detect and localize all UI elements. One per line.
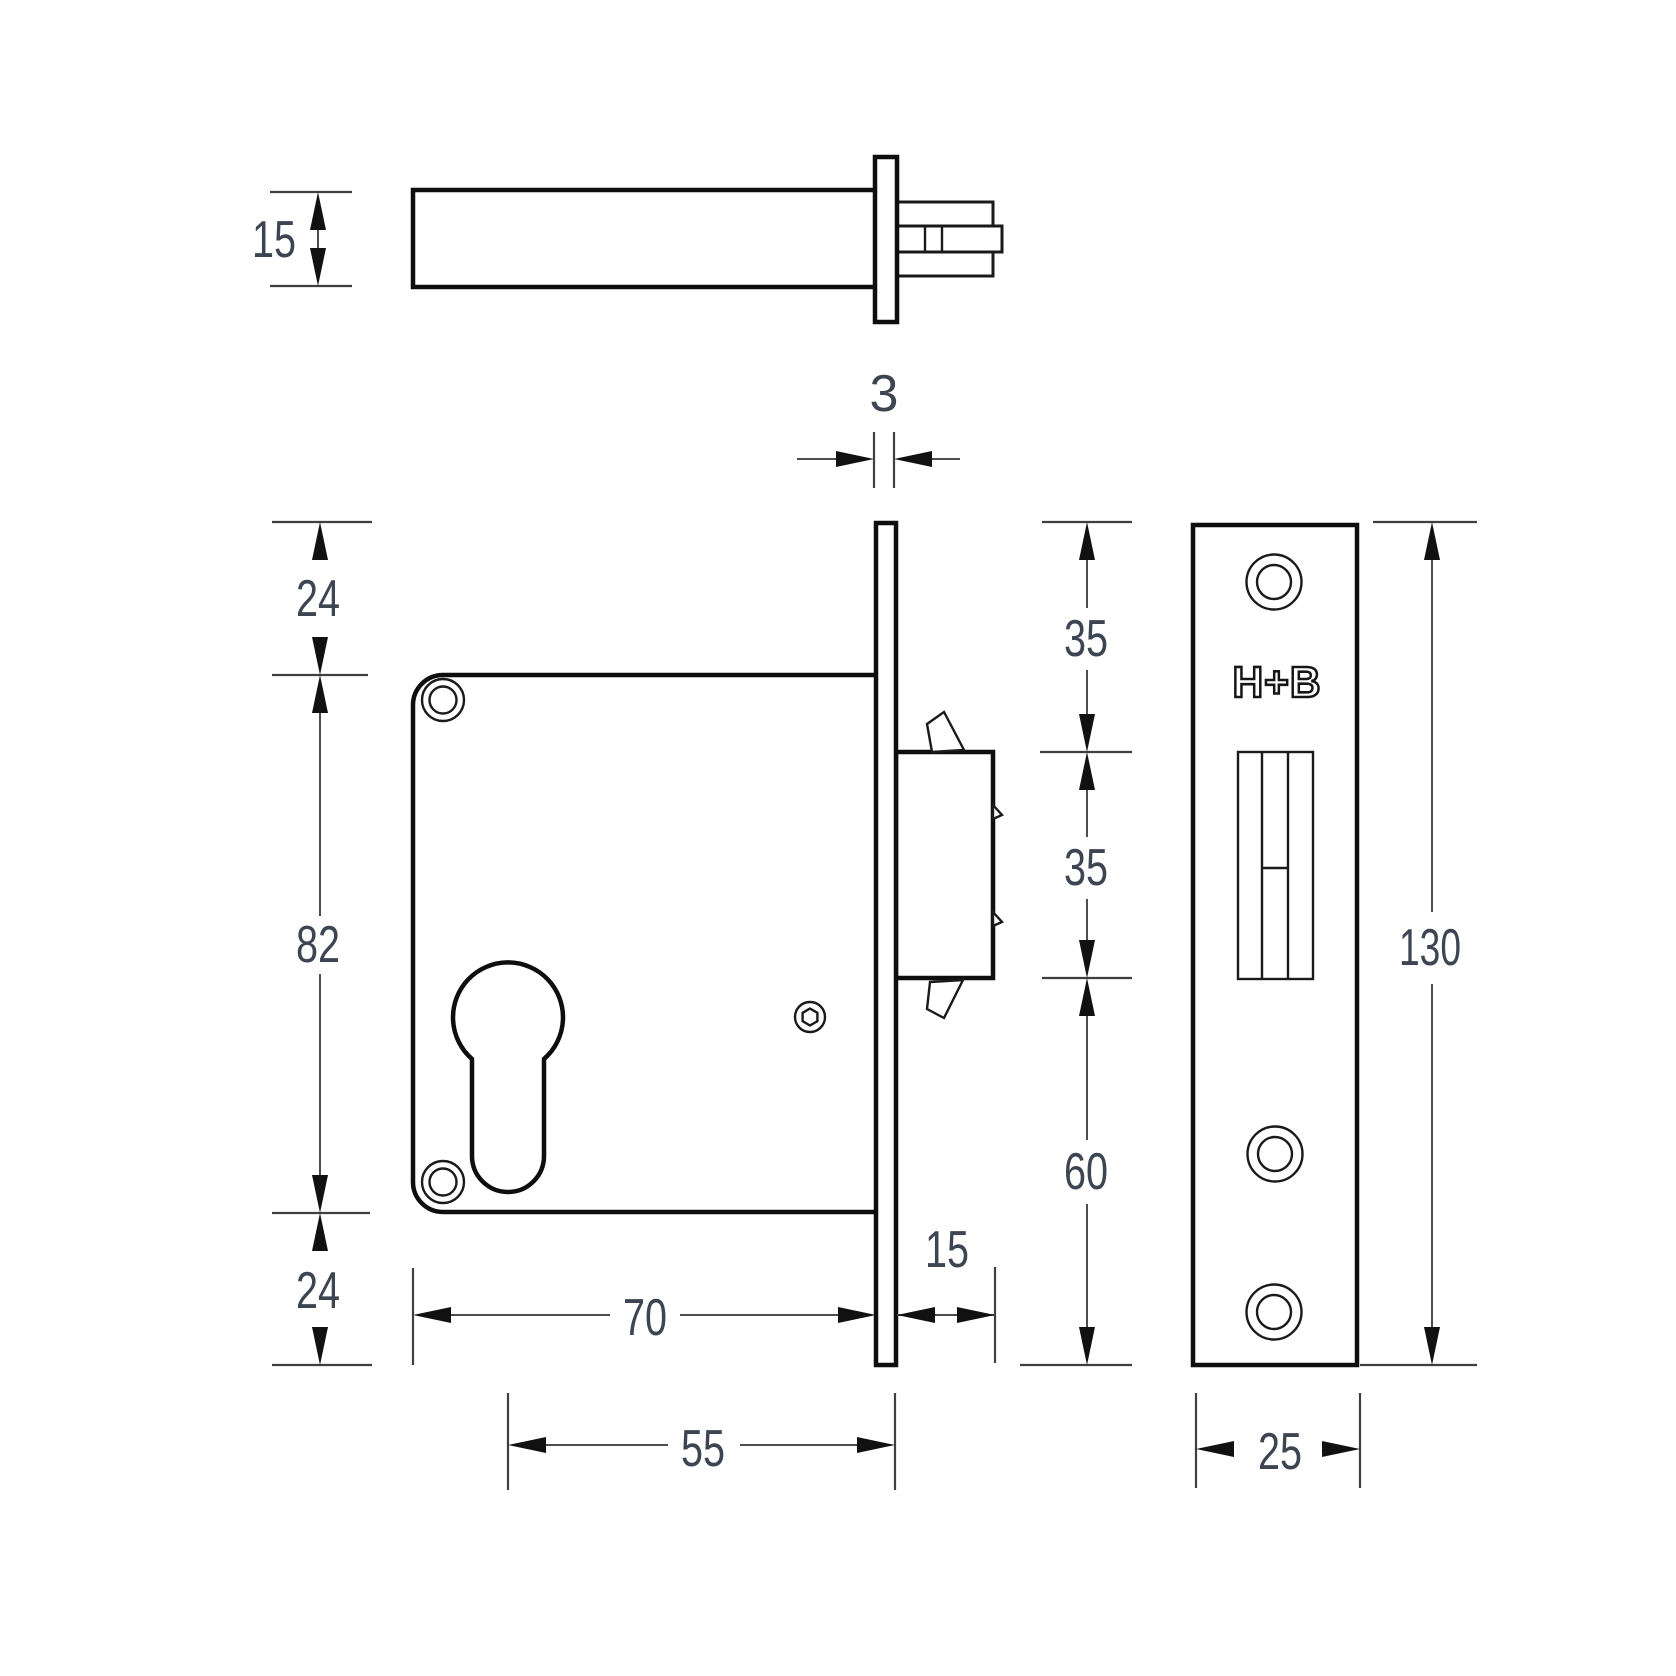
faceplate-latch-window [1236,750,1315,981]
hook-bolt-upper-tip [925,710,966,754]
top-view-bolt-middle-bar [895,224,1004,254]
dim-plate-width: 25 [1194,1393,1362,1488]
dim-backset: 55 [506,1393,897,1490]
dim-label-15-bolt: 15 [925,1221,969,1279]
bolt-notch-lower [991,908,1004,928]
top-view-lock-body [410,187,879,290]
dim-label-70: 70 [623,1289,667,1347]
dim-body-width: 70 [411,1268,876,1365]
dim-label-3: 3 [870,365,899,423]
top-view: 15 [252,154,1004,325]
dim-label-15-top: 15 [252,211,296,269]
dim-label-35-upper: 35 [1064,610,1108,668]
front-view: 3 24 82 24 [272,365,1132,1490]
bolt-notch-upper [991,801,1004,821]
faceplate-screw-hole-top [1245,553,1303,611]
screw-hole-bottom-left [420,1159,466,1205]
dim-label-55: 55 [681,1420,725,1478]
brand-logo-text: H+B [1233,658,1322,707]
top-view-faceplate [872,154,900,325]
front-view-faceplate [873,520,899,1368]
top-view-bolt-lower-bar [895,250,995,278]
hook-bolt-lower-tip [925,978,966,1020]
dim-label-24-top: 24 [296,570,340,628]
top-view-bolt-upper-bar [895,200,995,228]
dim-label-35-lower: 35 [1064,839,1108,897]
hook-bolt-housing [893,749,996,981]
faceplate-screw-hole-middle [1246,1125,1304,1183]
lock-case-body [410,672,876,1215]
screw-hole-top-left [420,677,466,723]
dim-plate-thickness: 3 [797,365,960,488]
dim-bolt-protrusion: 15 [897,1221,997,1363]
dim-label-24-bottom: 24 [296,1262,340,1320]
dim-top-view-thickness: 15 [252,190,352,288]
faceplate-screw-hole-bottom [1245,1283,1303,1341]
dim-label-82: 82 [296,916,340,974]
euro-cylinder-hole [450,960,566,1195]
dim-right-chain: 35 35 60 [1020,520,1132,1367]
dim-label-130: 130 [1399,919,1461,977]
dim-left-chain: 24 82 24 [272,520,372,1367]
dim-plate-height: 130 [1360,520,1477,1367]
faceplate-view: H+B 130 [1190,520,1477,1488]
torx-screw [793,1000,827,1034]
dim-label-25: 25 [1258,1423,1302,1481]
dim-label-60: 60 [1064,1143,1108,1201]
